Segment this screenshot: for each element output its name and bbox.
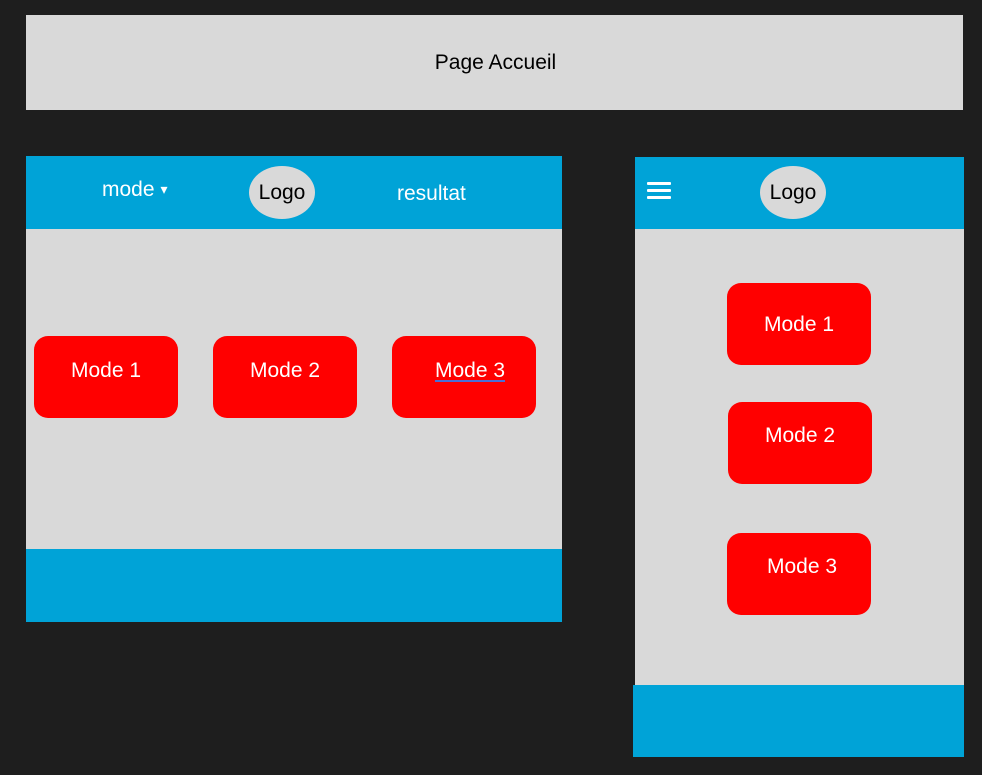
mode-1-label: Mode 1 [763,313,835,336]
desktop-footer [26,549,562,622]
mode-3-button[interactable]: Mode 3 [727,533,871,615]
page-title: Page Accueil [434,50,557,74]
desktop-mockup: mode ▾ Logo resultat Mode 1 Mode 2 Mode 3 [26,156,562,622]
mobile-header: Logo [635,157,964,229]
mode-dropdown[interactable]: mode ▾ [102,178,168,202]
logo-label: Logo [769,180,817,204]
mode-3-label: Mode 3 [434,359,506,382]
mode-3-button[interactable]: Mode 3 [392,336,536,418]
mode-2-label: Mode 2 [249,359,321,382]
mode-2-label: Mode 2 [764,424,836,447]
mode-2-button[interactable]: Mode 2 [728,402,872,484]
mode-1-button[interactable]: Mode 1 [34,336,178,418]
chevron-down-icon: ▾ [160,181,168,197]
logo[interactable]: Logo [760,166,826,219]
page-title-bar: Page Accueil [26,15,963,110]
mode-3-label: Mode 3 [766,555,838,578]
hamburger-menu-icon[interactable] [647,182,671,200]
mode-2-button[interactable]: Mode 2 [213,336,357,418]
logo[interactable]: Logo [249,166,315,219]
mode-1-button[interactable]: Mode 1 [727,283,871,365]
mobile-mockup: Logo Mode 1 Mode 2 Mode 3 [635,157,964,685]
mode-dropdown-label: mode [102,178,155,201]
mode-1-label: Mode 1 [70,359,142,382]
mobile-footer [633,685,964,757]
nav-link-resultat[interactable]: resultat [397,182,466,205]
desktop-header: mode ▾ Logo resultat [26,156,562,229]
logo-label: Logo [258,180,306,204]
